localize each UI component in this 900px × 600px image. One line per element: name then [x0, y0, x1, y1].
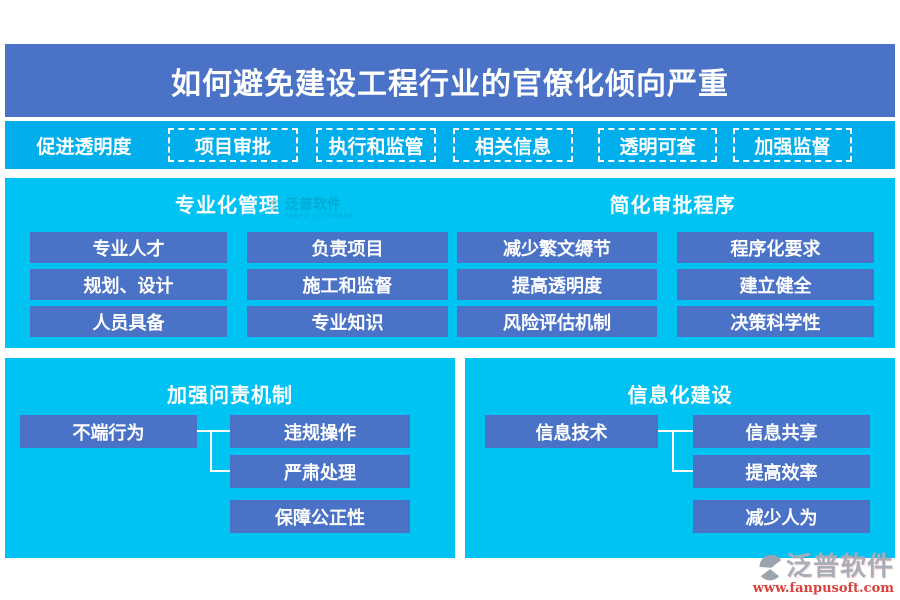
connector-line	[210, 470, 230, 472]
title-banner: 如何避免建设工程行业的官僚化倾向严重	[5, 44, 895, 117]
section-title-approval: 简化审批程序	[609, 192, 736, 217]
item-personnel-equipped[interactable]: 人员具备	[30, 306, 227, 337]
section-title-informatization: 信息化建设	[627, 382, 733, 407]
node-strict-handling[interactable]: 严肃处理	[230, 455, 410, 488]
middle-panel: 专业化管理 简化审批程序 泛普软件 FANPU SOFTWARE 专业人才 规划…	[5, 178, 895, 348]
item-risk-assessment[interactable]: 风险评估机制	[457, 306, 657, 337]
fanpu-logo-icon	[759, 555, 782, 581]
item-improve-transparency[interactable]: 提高透明度	[457, 269, 657, 300]
node-misconduct[interactable]: 不端行为	[20, 415, 197, 448]
connector-line	[210, 430, 212, 471]
item-reduce-red-tape[interactable]: 减少繁文缛节	[457, 232, 657, 263]
item-construction-supervision[interactable]: 施工和监督	[247, 269, 448, 300]
topbar-item-project-approval[interactable]: 项目审批	[168, 128, 298, 162]
node-reduce-human-factor[interactable]: 减少人为	[693, 500, 870, 533]
connector-line	[672, 470, 693, 472]
topbar-label: 促进透明度	[36, 135, 132, 158]
accountability-panel: 加强问责机制 不端行为 违规操作 严肃处理 保障公正性	[5, 358, 455, 558]
connector-line	[658, 430, 693, 432]
item-professional-knowledge[interactable]: 专业知识	[247, 306, 448, 337]
fanpu-logo: 泛普软件 www.fanpusoft.com	[744, 553, 894, 597]
topbar-item-transparent-check[interactable]: 透明可查	[598, 128, 717, 162]
brand-name: 泛普软件	[785, 552, 894, 583]
topbar-item-strengthen-oversight[interactable]: 加强监督	[733, 128, 852, 162]
item-establish-sound[interactable]: 建立健全	[677, 269, 874, 300]
topbar-item-related-info[interactable]: 相关信息	[453, 128, 573, 162]
item-planning-design[interactable]: 规划、设计	[30, 269, 227, 300]
topbar-item-execution-supervision[interactable]: 执行和监管	[316, 128, 436, 162]
connector-line	[672, 430, 674, 471]
item-scientific-decision[interactable]: 决策科学性	[677, 306, 874, 337]
connector-line	[197, 430, 230, 432]
section-title-management: 专业化管理	[175, 192, 280, 217]
brand-url[interactable]: www.fanpusoft.com	[752, 581, 894, 597]
node-ensure-fairness[interactable]: 保障公正性	[230, 500, 410, 533]
node-violations[interactable]: 违规操作	[230, 415, 410, 448]
item-professional-talent[interactable]: 专业人才	[30, 232, 227, 263]
node-information-sharing[interactable]: 信息共享	[693, 415, 870, 448]
page-title: 如何避免建设工程行业的官僚化倾向严重	[171, 66, 729, 102]
node-improve-efficiency[interactable]: 提高效率	[693, 455, 870, 488]
item-responsible-project[interactable]: 负责项目	[247, 232, 448, 263]
item-procedural-requirements[interactable]: 程序化要求	[677, 232, 874, 263]
section-title-accountability: 加强问责机制	[167, 382, 293, 407]
transparency-bar: 促进透明度 项目审批 执行和监管 相关信息 透明可查 加强监督	[5, 121, 895, 169]
node-information-technology[interactable]: 信息技术	[485, 415, 658, 448]
informatization-panel: 信息化建设 信息技术 信息共享 提高效率 减少人为	[465, 358, 895, 558]
